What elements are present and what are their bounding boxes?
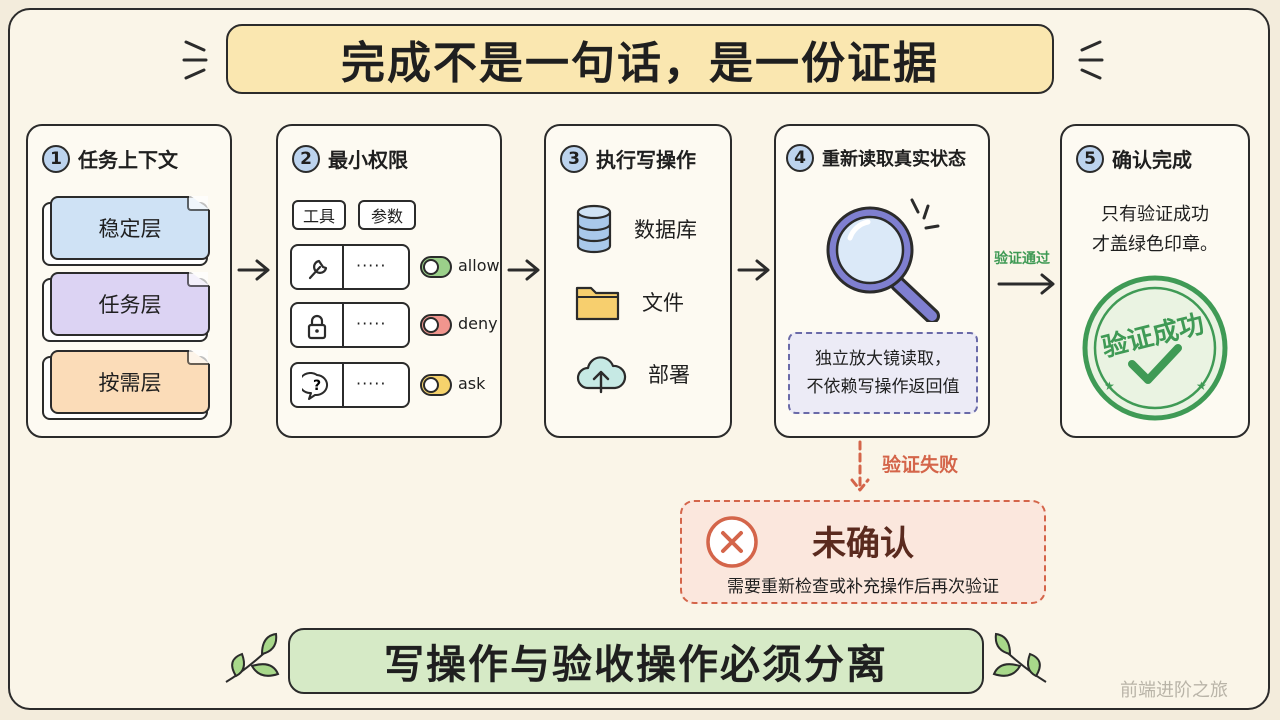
permission-row-deny: ····· [290, 302, 410, 348]
permission-placeholder: ····· [356, 374, 387, 393]
bottom-banner: 写操作与验收操作必须分离 [288, 628, 984, 694]
step-number-badge: 5 [1076, 144, 1104, 173]
spark-left-icon [182, 40, 208, 80]
resource-label: 数据库 [634, 218, 697, 242]
success-stamp-icon: 验证成功 ★ ★ [1082, 275, 1228, 421]
permission-row-ask: ? ····· [290, 362, 410, 408]
permission-placeholder: ····· [356, 314, 387, 333]
arrow-right-icon [737, 259, 770, 281]
step-header: 4 重新读取真实状态 [786, 144, 966, 172]
layer-task: 任务层 [42, 272, 210, 342]
step-title: 确认完成 [1112, 148, 1192, 172]
step-number-badge: 1 [42, 144, 70, 173]
step-number-badge: 4 [786, 144, 814, 172]
step-header: 2 最小权限 [292, 144, 408, 173]
step-header: 5 确认完成 [1076, 144, 1192, 173]
toggle-deny[interactable] [420, 314, 452, 336]
spark-right-icon [1078, 40, 1104, 80]
arrow-right-icon [237, 259, 270, 281]
desc-line: 才盖绿色印章。 [1092, 234, 1218, 255]
note-line: 独立放大镜读取， [815, 349, 951, 369]
step-card-reread: 4 重新读取真实状态 独立放大镜读取， 不依赖写操作返回值 [774, 124, 990, 438]
confirm-description: 只有验证成功 才盖绿色印章。 [1062, 200, 1248, 260]
leaf-right-icon [992, 632, 1047, 683]
resource-file: 文件 [574, 280, 684, 324]
step-title: 任务上下文 [78, 148, 178, 172]
step-number-badge: 2 [292, 144, 320, 173]
unconfirmed-desc: 需要重新检查或补充操作后再次验证 [727, 577, 999, 597]
folder-icon [575, 286, 620, 321]
step-title: 执行写操作 [596, 148, 696, 172]
permission-state-label: allow [458, 256, 500, 275]
resource-deploy: 部署 [574, 352, 690, 396]
magnifier-icon [826, 198, 940, 322]
permission-state-label: ask [458, 374, 486, 393]
fail-label: 验证失败 [882, 454, 959, 476]
arrow-pass-icon [997, 273, 1055, 295]
toggle-allow[interactable] [420, 256, 452, 278]
arrow-right-icon [507, 259, 540, 281]
svg-text:★: ★ [1196, 379, 1207, 393]
step-number-badge: 3 [560, 144, 588, 173]
permission-state-label: deny [458, 314, 498, 333]
step-card-write: 3 执行写操作 数据库 文件 部署 [544, 124, 732, 438]
step-header: 3 执行写操作 [560, 144, 696, 173]
step-header: 1 任务上下文 [42, 144, 178, 173]
resource-label: 文件 [642, 291, 684, 315]
arrow-fail-icon [850, 440, 870, 492]
chip-tools: 工具 [292, 200, 346, 230]
error-x-icon [706, 516, 758, 568]
database-icon [576, 204, 612, 254]
chip-params: 参数 [358, 200, 416, 230]
title-banner: 完成不是一句话，是一份证据 [226, 24, 1054, 94]
layer-label: 按需层 [50, 350, 210, 414]
layer-stable: 稳定层 [42, 196, 210, 266]
watermark: 前端进阶之旅 [1120, 680, 1228, 701]
svg-text:?: ? [313, 378, 321, 394]
layer-label: 稳定层 [50, 196, 210, 260]
question-icon: ? [302, 372, 329, 400]
svg-text:★: ★ [1104, 379, 1115, 393]
step-card-confirm: 5 确认完成 只有验证成功 才盖绿色印章。 验证成功 ★ ★ [1060, 124, 1250, 438]
cloud-upload-icon [576, 356, 627, 394]
pass-label: 验证通过 [994, 251, 1050, 267]
reread-note: 独立放大镜读取， 不依赖写操作返回值 [788, 332, 978, 414]
desc-line: 只有验证成功 [1101, 204, 1209, 225]
step-title: 最小权限 [328, 148, 408, 172]
resource-database: 数据库 [574, 204, 697, 254]
toggle-ask[interactable] [420, 374, 452, 396]
leaf-left-icon [225, 632, 280, 683]
step-card-context: 1 任务上下文 稳定层 任务层 按需层 [26, 124, 232, 438]
lock-icon [307, 314, 327, 340]
note-line: 不依赖写操作返回值 [806, 377, 960, 397]
layer-on-demand: 按需层 [42, 350, 210, 420]
wrench-icon [308, 259, 328, 280]
step-card-permissions: 2 最小权限 工具 参数 ····· allow ····· deny ? ··… [276, 124, 502, 438]
layer-label: 任务层 [50, 272, 210, 336]
permission-row-allow: ····· [290, 244, 410, 290]
resource-label: 部署 [648, 363, 690, 387]
step-title: 重新读取真实状态 [822, 149, 966, 170]
unconfirmed-box: 未确认 需要重新检查或补充操作后再次验证 [680, 500, 1046, 604]
permission-placeholder: ····· [356, 256, 387, 275]
unconfirmed-title: 未确认 [812, 524, 914, 564]
